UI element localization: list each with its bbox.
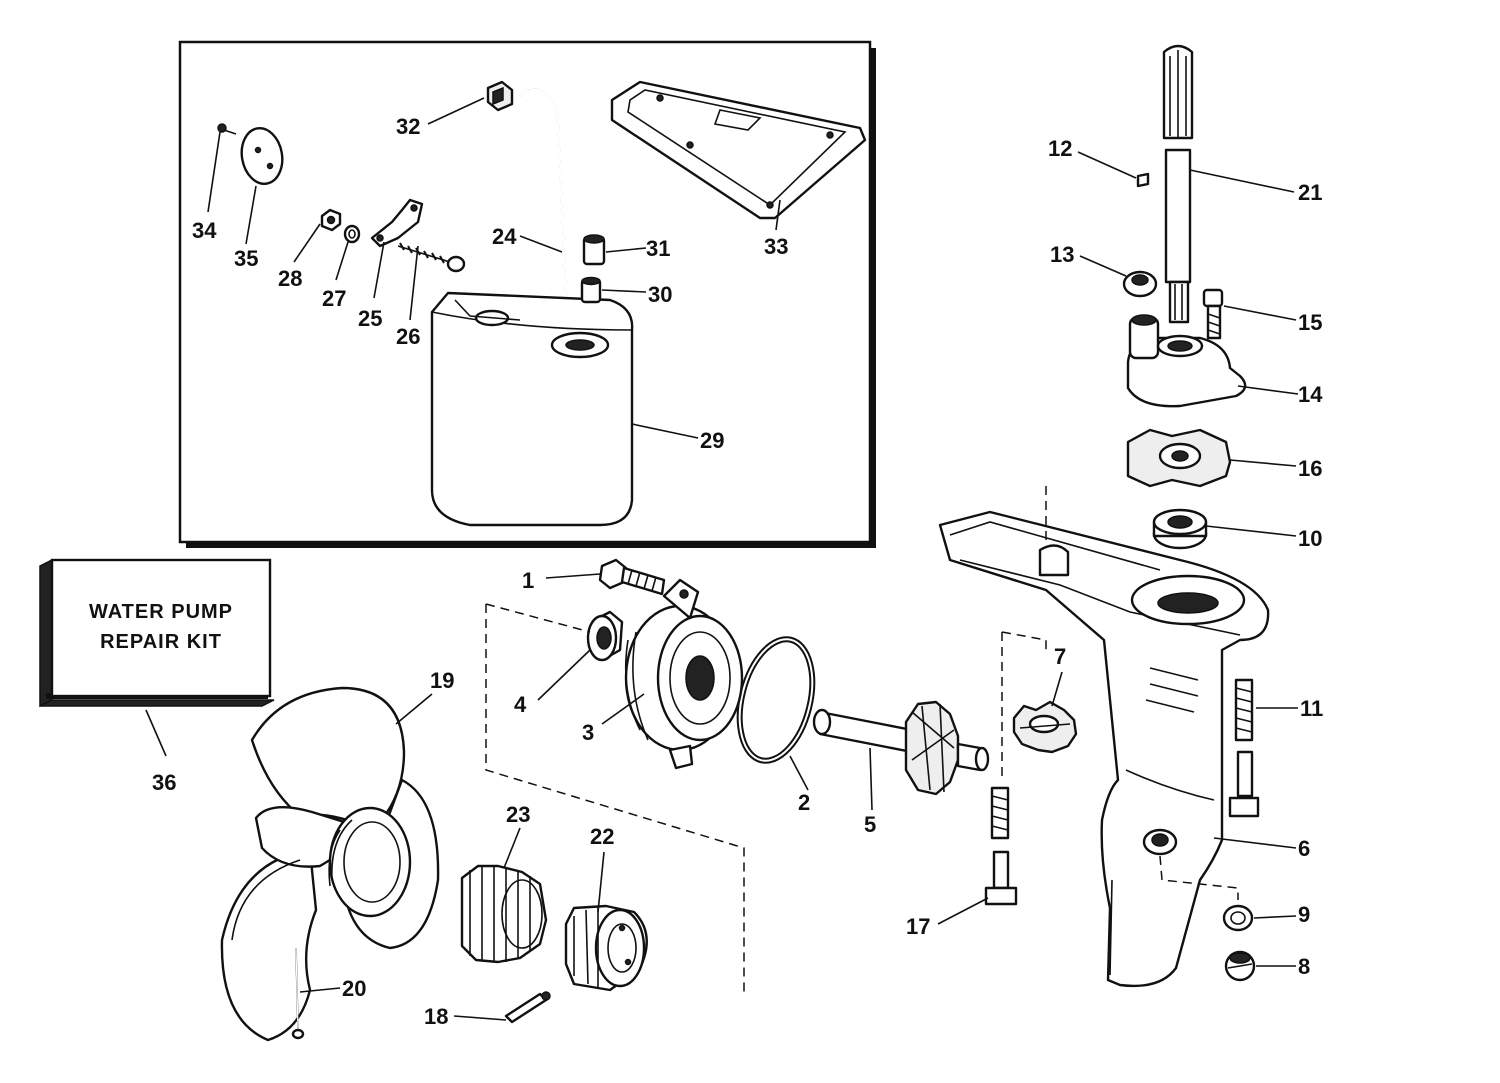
callout-17: 17 <box>906 914 930 939</box>
drain-screw-washer <box>1222 904 1254 932</box>
callout-23: 23 <box>506 802 530 827</box>
tube-bushing-lower <box>580 276 602 304</box>
housing-screw <box>598 558 666 596</box>
o-ring <box>736 636 816 764</box>
callout-4: 4 <box>514 692 527 717</box>
pinion-gear <box>1012 700 1078 754</box>
gearcase <box>938 510 1270 988</box>
callout-30: 30 <box>648 282 672 307</box>
propeller <box>220 686 440 1042</box>
callout-14: 14 <box>1298 382 1323 407</box>
callout-16: 16 <box>1298 456 1322 481</box>
exhaust-housing <box>430 291 634 527</box>
callout-12: 12 <box>1048 136 1072 161</box>
callout-27: 27 <box>322 286 346 311</box>
hex-nut <box>320 208 342 232</box>
pump-bearing <box>1152 508 1208 550</box>
callout-13: 13 <box>1050 242 1074 267</box>
propeller-hub <box>564 904 648 992</box>
callout-15: 15 <box>1298 310 1322 335</box>
seal-screw <box>1136 172 1150 188</box>
bearing-housing <box>624 578 744 770</box>
grommet-13 <box>1122 270 1158 298</box>
gearcase-stud-11 <box>1228 678 1260 818</box>
callout-26: 26 <box>396 324 420 349</box>
grommet <box>486 80 514 112</box>
callout-36: 36 <box>152 770 176 795</box>
leader-lines <box>145 97 1299 1021</box>
bracket-bolt <box>397 242 466 273</box>
kit-group-outline <box>485 486 1239 992</box>
callout-6: 6 <box>1298 836 1310 861</box>
cover-screw <box>217 123 237 135</box>
drive-shaft <box>1162 44 1194 324</box>
shear-pin <box>504 991 551 1024</box>
callout-29: 29 <box>700 428 724 453</box>
callout-19: 19 <box>430 668 454 693</box>
callout-1: 1 <box>522 568 534 593</box>
pump-housing-screw <box>1202 288 1224 340</box>
water-pump-housing <box>1126 314 1247 408</box>
callout-32: 32 <box>396 114 420 139</box>
exhaust-gasket <box>610 80 867 220</box>
shift-bracket <box>370 198 424 248</box>
callout-22: 22 <box>590 824 614 849</box>
callout-21: 21 <box>1298 180 1322 205</box>
callout-3: 3 <box>582 720 594 745</box>
callout-11: 11 <box>1300 696 1323 721</box>
impeller <box>1126 428 1232 488</box>
callout-34: 34 <box>192 218 217 243</box>
callout-18: 18 <box>424 1004 448 1029</box>
propeller-shaft-bearing <box>586 610 624 662</box>
callout-35: 35 <box>234 246 258 271</box>
cotter-pin <box>291 947 305 1040</box>
gearcase-stud-17 <box>984 786 1018 906</box>
callout-31: 31 <box>646 236 670 261</box>
callout-9: 9 <box>1298 902 1310 927</box>
kit-label-line1: WATER PUMP <box>89 601 233 623</box>
callout-20: 20 <box>342 976 366 1001</box>
water-tube <box>519 88 567 297</box>
callouts: 1 2 3 4 5 6 7 8 9 10 11 12 13 14 15 16 1… <box>152 114 1323 1029</box>
cover-plate <box>240 127 284 185</box>
callout-28: 28 <box>278 266 302 291</box>
callout-5: 5 <box>864 812 876 837</box>
repair-kit-box <box>39 558 275 708</box>
callout-7: 7 <box>1054 644 1066 669</box>
tube-bushing-upper <box>582 234 606 266</box>
callout-8: 8 <box>1298 954 1310 979</box>
callout-2: 2 <box>798 790 810 815</box>
callout-24: 24 <box>492 224 517 249</box>
callout-25: 25 <box>358 306 382 331</box>
propeller-shaft <box>812 700 990 796</box>
callout-10: 10 <box>1298 526 1322 551</box>
lock-washer <box>343 224 361 244</box>
kit-label-line2: REPAIR KIT <box>100 631 222 653</box>
callout-33: 33 <box>764 234 788 259</box>
drain-screw <box>1224 950 1256 982</box>
spline-drive <box>460 864 548 964</box>
